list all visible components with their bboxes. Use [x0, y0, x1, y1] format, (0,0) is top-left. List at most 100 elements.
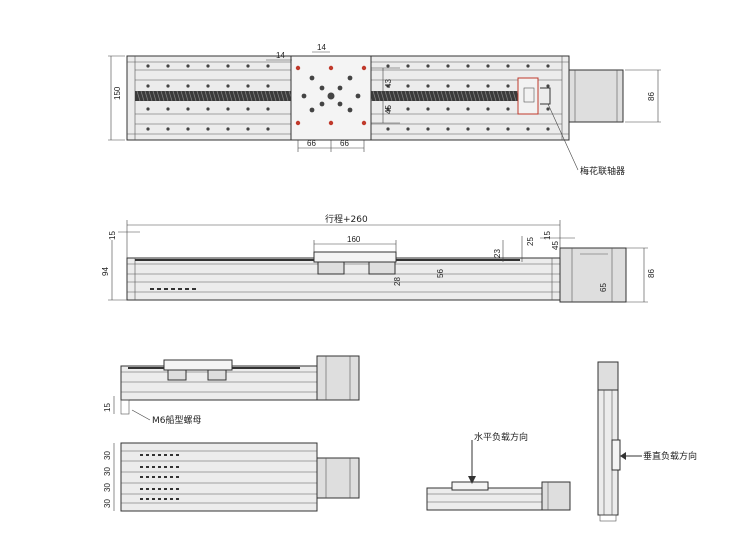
rail-hole	[506, 64, 510, 68]
plate-hole	[301, 93, 307, 99]
horizontal-load-label: 水平负载方向	[474, 431, 528, 443]
rail-hole	[526, 64, 530, 68]
horizontal-load-view: 水平负载方向	[426, 431, 571, 511]
mini-top-view: 30 30 30 30	[103, 442, 360, 512]
rail-hole	[486, 64, 490, 68]
rail-hole	[206, 64, 210, 68]
plate-hole	[337, 101, 343, 107]
plate-hole	[337, 85, 343, 91]
nut-label: M6船型螺母	[152, 414, 202, 426]
dim-left-top: 15	[108, 231, 117, 240]
dim-hole-v2: 45	[384, 105, 393, 114]
plate-hole	[295, 120, 301, 126]
rail-hole	[186, 64, 190, 68]
rail-hole	[246, 84, 250, 88]
plate-hole	[295, 65, 301, 71]
rail-hole	[486, 84, 490, 88]
rail-hole	[166, 84, 170, 88]
rail-hole	[206, 107, 210, 111]
rail-hole	[266, 84, 270, 88]
rail-hole	[506, 107, 510, 111]
dim-plate-side: 14	[276, 51, 285, 60]
plate-hole	[309, 75, 315, 81]
coupling-label: 梅花联轴器	[580, 165, 625, 177]
rail-hole	[166, 107, 170, 111]
dim-plate-top: 14	[317, 43, 326, 52]
dim-28: 28	[393, 277, 402, 286]
dim-25: 25	[526, 237, 535, 246]
rail-hole	[226, 107, 230, 111]
rail-hole	[486, 127, 490, 131]
side-carriage	[313, 251, 397, 263]
rail-hole	[426, 84, 430, 88]
rail-hole	[206, 84, 210, 88]
rail-hole	[246, 127, 250, 131]
dim-hole-h1: 66	[307, 139, 316, 148]
rail-hole	[406, 107, 410, 111]
dim-56: 56	[436, 269, 445, 278]
rail-hole	[406, 127, 410, 131]
dim-mini-15: 15	[103, 403, 112, 412]
plate-hole	[319, 85, 325, 91]
dim-65: 65	[599, 283, 608, 292]
plate-hole	[319, 101, 325, 107]
rail-hole	[526, 127, 530, 131]
rail-hole	[226, 127, 230, 131]
rail-hole	[146, 64, 150, 68]
rail-hole	[546, 84, 550, 88]
rail-hole	[406, 84, 410, 88]
dim-side-15: 15	[543, 231, 552, 240]
rail-hole	[466, 107, 470, 111]
dim-side-86: 86	[647, 269, 656, 278]
plate-hole	[347, 75, 353, 81]
rail-hole	[266, 64, 270, 68]
rail-hole	[486, 107, 490, 111]
rail-hole	[186, 107, 190, 111]
side-motor	[559, 247, 627, 303]
dim-top-motor: 86	[647, 92, 656, 101]
rail-hole	[246, 107, 250, 111]
rail-hole	[266, 127, 270, 131]
rail-hole	[246, 64, 250, 68]
plate-hole	[361, 120, 367, 126]
dim-stroke: 行程+260	[325, 213, 368, 225]
rail-dim-3: 30	[103, 483, 112, 492]
rail-hole	[506, 127, 510, 131]
rail-hole	[146, 107, 150, 111]
rail-hole	[466, 84, 470, 88]
dim-23: 23	[493, 249, 502, 258]
dim-side-45: 45	[551, 241, 560, 250]
plate-hole	[355, 93, 361, 99]
rail-hole	[386, 84, 390, 88]
rail-hole	[166, 127, 170, 131]
rail-dim-1: 30	[103, 451, 112, 460]
rail-hole	[426, 64, 430, 68]
plate-hole	[347, 107, 353, 113]
rail-hole	[386, 64, 390, 68]
rail-hole	[426, 127, 430, 131]
rail-hole	[446, 107, 450, 111]
vertical-load-view: 垂直负载方向	[597, 361, 697, 522]
rail-hole	[206, 127, 210, 131]
rail-hole	[266, 107, 270, 111]
rail-hole	[466, 127, 470, 131]
mini-side-view: 15 M6船型螺母	[103, 355, 360, 426]
plate-hole	[309, 107, 315, 113]
rail-hole	[446, 127, 450, 131]
rail-hole	[186, 127, 190, 131]
rail-hole	[446, 84, 450, 88]
vertical-load-label: 垂直负载方向	[643, 450, 697, 462]
plate-center-hole	[327, 92, 335, 100]
top-motor	[568, 69, 624, 123]
dim-plate-len: 160	[347, 235, 361, 244]
dim-side-height: 94	[101, 267, 110, 276]
rail-hole	[386, 107, 390, 111]
rail-hole	[466, 64, 470, 68]
dim-hole-v1: 43	[384, 79, 393, 88]
plate-hole	[361, 65, 367, 71]
top-view: 150 86 14 14 43 45 66 66 梅花联轴器	[108, 43, 661, 177]
rail-hole	[146, 127, 150, 131]
rail-hole	[186, 84, 190, 88]
rail-hole	[446, 64, 450, 68]
